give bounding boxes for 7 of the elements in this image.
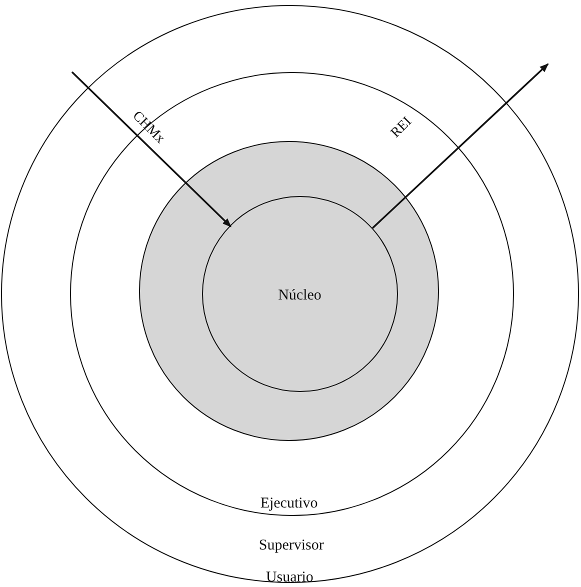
- edge-label: REI: [388, 114, 416, 142]
- layer-label: Usuario: [266, 569, 314, 586]
- layer-label: Núcleo: [278, 287, 322, 304]
- arrow: [372, 63, 549, 229]
- arrow: [71, 71, 232, 228]
- layer-label: Supervisor: [258, 538, 324, 555]
- layer-label: Ejecutivo: [260, 496, 318, 513]
